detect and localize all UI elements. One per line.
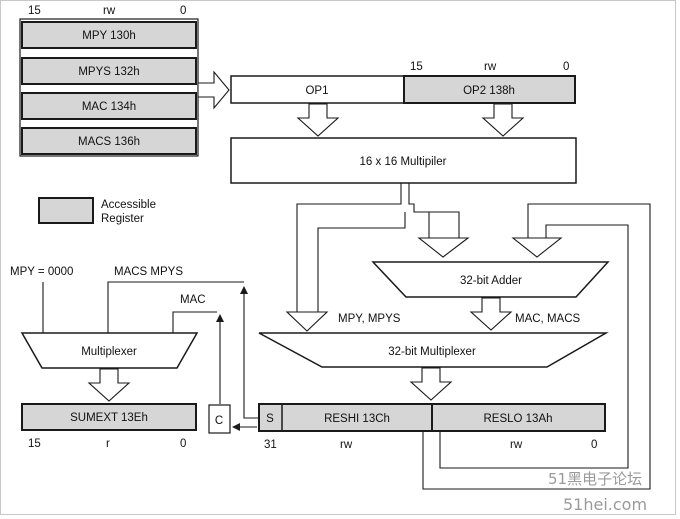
sumext-register: [21, 403, 197, 431]
mpy-register-label: MPY 130h: [82, 30, 136, 42]
result-multiplexer-label: 32-bit Multiplexer: [388, 346, 476, 358]
left-bit-high: 15: [28, 5, 41, 17]
carry-flag-label: C: [215, 415, 223, 427]
mpys-register-label: MPYS 132h: [78, 66, 139, 78]
sumext-bit-high: 15: [28, 438, 41, 450]
operand-registers: 15 rw 0 OP1 OP2 138h: [230, 61, 576, 104]
mpy-path-arrowhead: [285, 311, 329, 332]
signal-mpy-zero: MPY = 0000: [10, 266, 73, 278]
macs-register-label: MACS 136h: [78, 136, 140, 148]
carry-flag-box: [208, 404, 231, 434]
signal-mpy-mpys: MPY, MPYS: [338, 313, 401, 325]
legend: Accessible Register: [38, 197, 156, 225]
feedback-paths: [422, 203, 651, 490]
reslo-bit-access: rw: [510, 439, 523, 451]
mac-register-label: MAC 134h: [82, 101, 136, 113]
legend-line-2: Register: [101, 213, 144, 225]
stack-to-op1-arrow: [197, 70, 230, 110]
left-multiplexer-block: [20, 332, 199, 369]
multiplier-output-paths: [296, 183, 460, 312]
reshi-register-label: RESHI 13Ch: [324, 413, 390, 425]
op1-to-multiplier-arrow: [296, 103, 340, 137]
watermark-line-2: 51hei.com: [563, 495, 647, 514]
feedback-to-adder-arrowhead: [511, 237, 563, 258]
input-register-stack: 15 rw 0 MPY 130h MPYS 132h MAC 134h MACS…: [19, 5, 199, 157]
op2-register: [403, 75, 576, 104]
op1-register-label: OP1: [305, 85, 328, 97]
left-bit-access: rw: [103, 5, 116, 17]
adder-to-mux-arrow: [469, 297, 513, 331]
reslo-register: [431, 403, 606, 432]
left-bit-low: 0: [180, 5, 186, 17]
sumext-bit-access: r: [106, 438, 110, 450]
op2-bit-access: rw: [484, 61, 497, 73]
result-bit-high: 31: [264, 439, 277, 451]
multiplier-block: [230, 137, 577, 184]
multiplier-block-label: 16 x 16 Multipiler: [360, 156, 447, 168]
sumext-bit-low: 0: [180, 438, 186, 450]
op1-register: [230, 75, 405, 104]
mux-to-result-arrow: [409, 367, 453, 401]
adder-block: [371, 261, 610, 298]
sign-bit-label: S: [266, 413, 274, 425]
signal-macs-mpys: MACS MPYS: [114, 266, 183, 278]
signal-mac: MAC: [180, 294, 206, 306]
mac-register: [21, 92, 197, 120]
mpy-register: [21, 21, 197, 49]
signal-mac-macs: MAC, MACS: [515, 313, 581, 325]
adder-block-label: 32-bit Adder: [460, 275, 522, 287]
mpys-register: [21, 57, 197, 85]
op2-to-multiplier-arrow: [481, 103, 525, 137]
sumext-register-label: SUMEXT 13Eh: [70, 412, 148, 424]
multiplier-to-adder-arrowhead: [417, 237, 470, 258]
control-lines: [216, 286, 259, 431]
legend-swatch: [38, 197, 94, 224]
reshi-bit-access: rw: [340, 439, 353, 451]
op2-bit-high: 15: [410, 61, 423, 73]
watermark-line-1: 51黑电子论坛: [548, 470, 642, 488]
left-mux-inputs: [42, 281, 244, 333]
legend-line-1: Accessible: [101, 199, 156, 211]
result-multiplexer-block: [258, 332, 609, 368]
left-multiplexer-label: Multiplexer: [81, 346, 137, 358]
result-bit-low: 0: [591, 439, 597, 451]
reslo-register-label: RESLO 13Ah: [483, 413, 552, 425]
left-mux-to-sumext-arrow: [87, 368, 131, 402]
macs-register: [21, 127, 197, 155]
op2-bit-low: 0: [563, 61, 569, 73]
op2-register-label: OP2 138h: [463, 85, 515, 97]
